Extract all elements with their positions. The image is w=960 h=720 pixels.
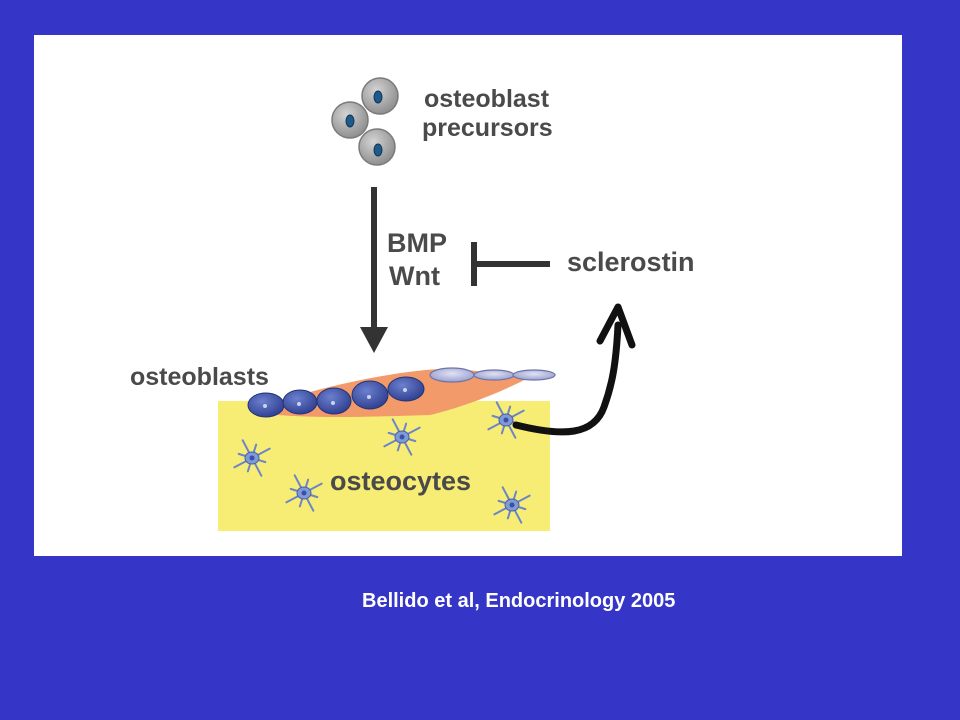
inhibition-bar	[471, 242, 550, 286]
lining-cell	[512, 369, 556, 381]
osteocyte-cell	[233, 439, 271, 477]
precursor-cell	[358, 128, 396, 166]
label-sclerostin: sclerostin	[567, 247, 695, 277]
precursor-cell	[361, 77, 399, 115]
precursor-cell-cluster	[331, 77, 399, 166]
label-osteoblast: osteoblast	[424, 85, 550, 113]
lining-cell	[473, 369, 515, 381]
lining-cells	[429, 367, 556, 383]
osteoblast-cell	[387, 376, 425, 402]
sclerostin-secretion-arrow	[512, 303, 636, 436]
differentiation-arrow	[360, 187, 388, 353]
osteoblast-cell	[247, 392, 285, 418]
bone-matrix	[218, 401, 550, 531]
osteocyte-cell	[493, 486, 531, 524]
precursor-cell	[331, 101, 369, 139]
label-bmp: BMP	[387, 228, 447, 258]
osteoblast-cell	[351, 380, 389, 410]
figure-panel: osteoblast precursors BMP Wnt sclerostin…	[34, 35, 902, 556]
citation: Bellido et al, Endocrinology 2005	[362, 590, 676, 612]
label-osteocytes: osteocytes	[330, 466, 471, 496]
osteocyte-cell	[487, 401, 525, 439]
label-precursors: precursors	[422, 114, 553, 142]
osteocyte-cells	[233, 401, 531, 524]
label-wnt: Wnt	[389, 261, 440, 291]
bone-signaling-diagram: osteoblast precursors BMP Wnt sclerostin…	[130, 77, 695, 531]
osteocyte-cell	[383, 418, 421, 456]
lining-cell	[429, 367, 475, 383]
osteoblast-cell	[282, 389, 318, 415]
osteoblast-cells	[247, 376, 425, 418]
osteocyte-cell	[285, 474, 323, 512]
label-osteoblasts: osteoblasts	[130, 363, 269, 391]
osteoblast-cell	[316, 387, 352, 415]
